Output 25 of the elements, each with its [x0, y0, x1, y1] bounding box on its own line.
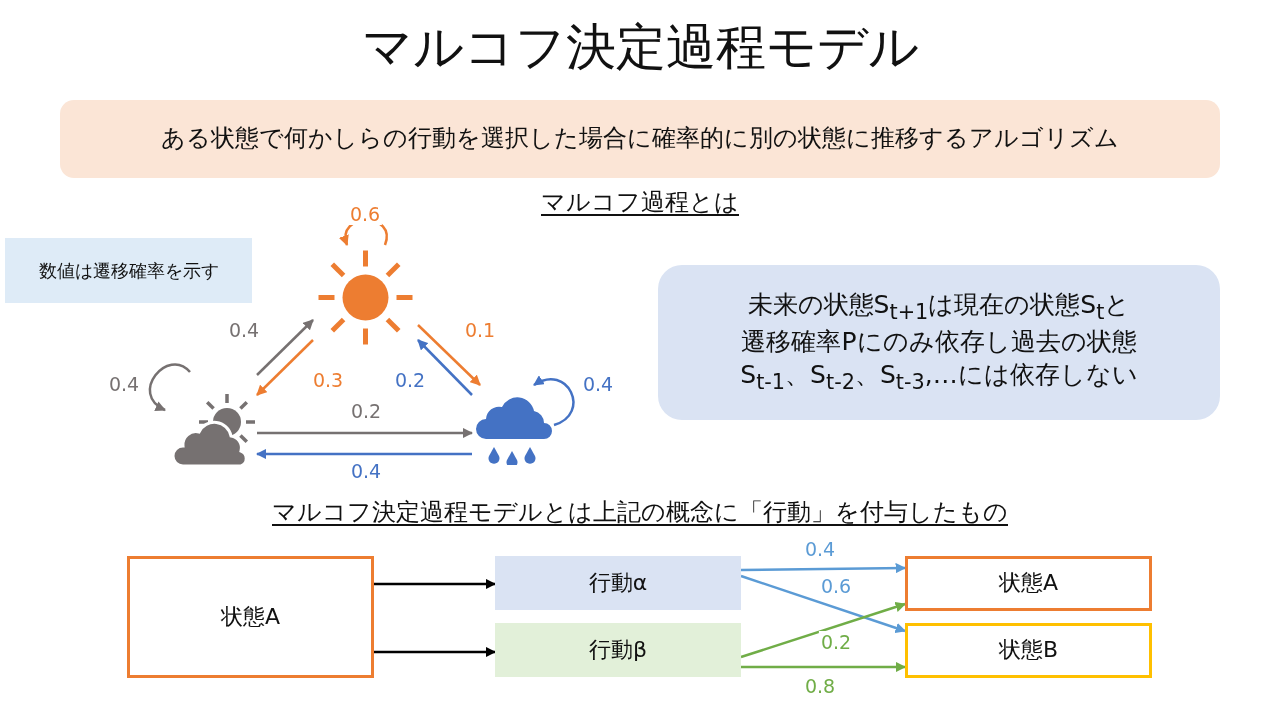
arrow — [417, 324, 481, 386]
arrow — [256, 339, 314, 396]
arrow — [255, 448, 472, 460]
arrow — [533, 376, 575, 427]
arrow — [148, 363, 191, 412]
arrow — [741, 562, 907, 574]
arrow — [257, 427, 474, 439]
section-heading: マルコフ過程とは — [541, 187, 739, 218]
arrow — [256, 319, 314, 376]
state-box: 状態B — [905, 623, 1152, 678]
action-box: 行動β — [495, 623, 741, 677]
note-box: 数値は遷移確率を示す — [5, 238, 252, 303]
info-box: 未来の状態S$_{t+1}$は現在の状態S$_{t}$と遷移確率Pにのみ依存し過去の状態S$_{t-1}$、S$_{t-2}$、S$_{t-3}$,…には依存しない — [658, 265, 1220, 420]
state-box: 状態A — [905, 556, 1152, 611]
action-box: 行動α — [495, 556, 741, 610]
arrow — [740, 574, 906, 633]
arrow — [740, 601, 906, 659]
arrow — [741, 661, 907, 673]
section-heading: マルコフ決定過程モデルとは上記の概念に「行動」を付与したもの — [272, 497, 1008, 528]
arrow — [374, 578, 497, 590]
definition-box: ある状態で何かしらの行動を選択した場合に確率的に別の状態に推移するアルゴリズム — [60, 100, 1220, 178]
arrow — [374, 646, 497, 658]
state-box: 状態A — [127, 556, 374, 678]
arrow — [417, 339, 473, 396]
title: マルコフ決定過程モデル — [360, 17, 920, 78]
